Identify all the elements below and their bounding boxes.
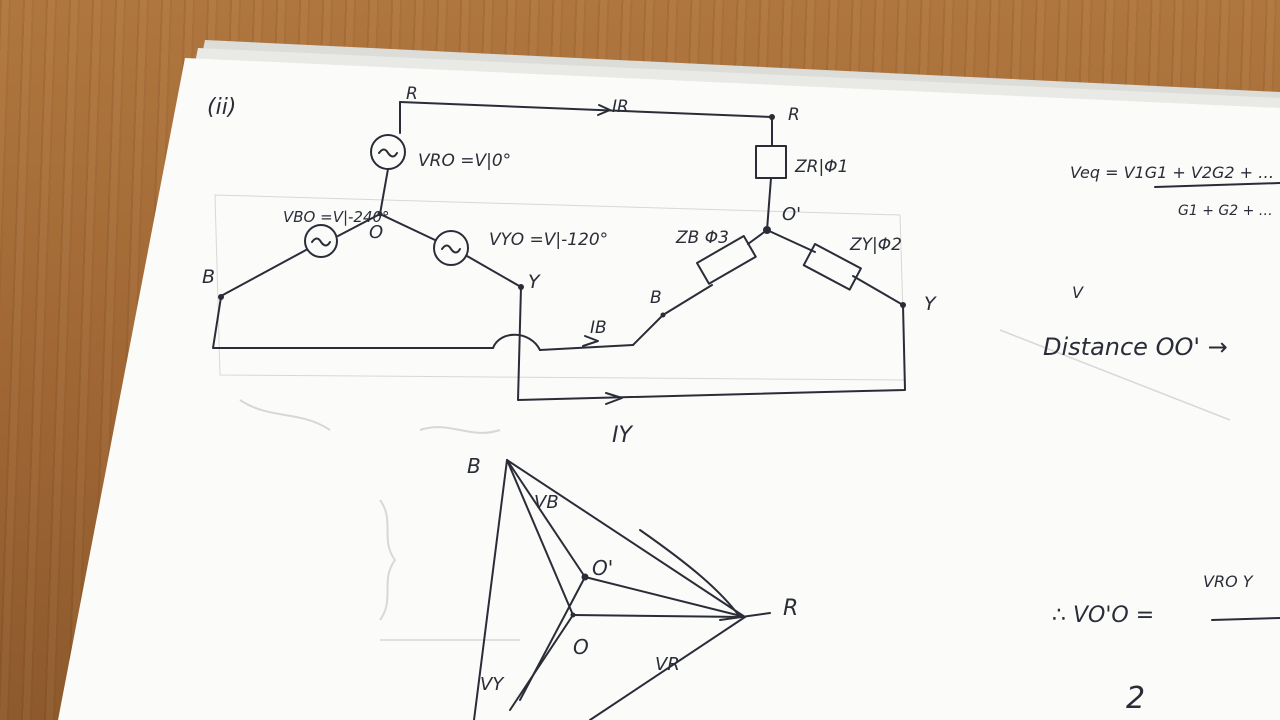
label-VYO: VYO =V|-120° [489, 230, 608, 250]
note-voo: ∴ VO'O = [1052, 603, 1154, 628]
source-star-network [212, 101, 906, 405]
phasor-label-VY: VY [480, 674, 505, 695]
label-load-B: B [650, 288, 662, 308]
label-current-IR: IR [612, 97, 629, 117]
label-source-R: R [406, 84, 418, 104]
note-veq: Veq = V1G1 + V2G2 + … [1070, 163, 1274, 182]
phasor-label-O-prime: O' [592, 556, 613, 580]
label-source-Y: Y [528, 271, 541, 293]
note-vo-partial: V [1072, 283, 1084, 302]
label-VBO: VBO =V|-240° [283, 208, 390, 226]
note-veq-fraction-bar [1154, 182, 1280, 188]
phasor-label-O: O [573, 635, 589, 659]
note-voo-fraction-bar [1211, 617, 1280, 621]
note-question-mark: 2 [1126, 681, 1145, 716]
label-current-IY: IY [612, 423, 633, 448]
label-load-O-prime: O' [782, 204, 801, 225]
label-ZY: ZY|Φ2 [849, 235, 902, 255]
label-neutral-O: O [369, 222, 383, 243]
right-side-notes: Veq = V1G1 + V2G2 + … G1 + G2 + … V Dist… [1043, 163, 1280, 716]
label-ZB: ZB Φ3 [675, 228, 729, 248]
phasor-label-VR: VR [655, 654, 680, 675]
phasor-label-VB: VB [534, 492, 559, 513]
label-VRO: VRO =V|0° [418, 151, 511, 171]
part-label: (ii) [207, 95, 236, 120]
impedance-ZY [802, 243, 862, 291]
note-distance: Distance OO' → [1043, 333, 1228, 361]
phasor-label-B: B [467, 454, 481, 478]
label-load-Y: Y [924, 293, 937, 315]
label-ZR: ZR|Φ1 [794, 157, 848, 177]
phasor-label-R: R [783, 596, 798, 621]
label-current-IB: IB [590, 318, 607, 338]
source-B-symbol [304, 224, 338, 258]
note-veq-denominator: G1 + G2 + … [1178, 203, 1273, 219]
phasor-labels: B R O O' VB VY VR [467, 454, 798, 695]
phasor-diagram [473, 459, 771, 720]
label-source-B: B [202, 266, 215, 288]
impedance-ZB [696, 235, 757, 285]
circuit-labels: (ii) R B Y O VRO =V|0° VBO =V|-240° VYO … [202, 84, 937, 448]
label-load-R: R [788, 105, 800, 125]
load-star-network [632, 114, 906, 346]
note-voo-numerator: VRO Y [1203, 572, 1254, 591]
source-Y-symbol [433, 230, 469, 266]
